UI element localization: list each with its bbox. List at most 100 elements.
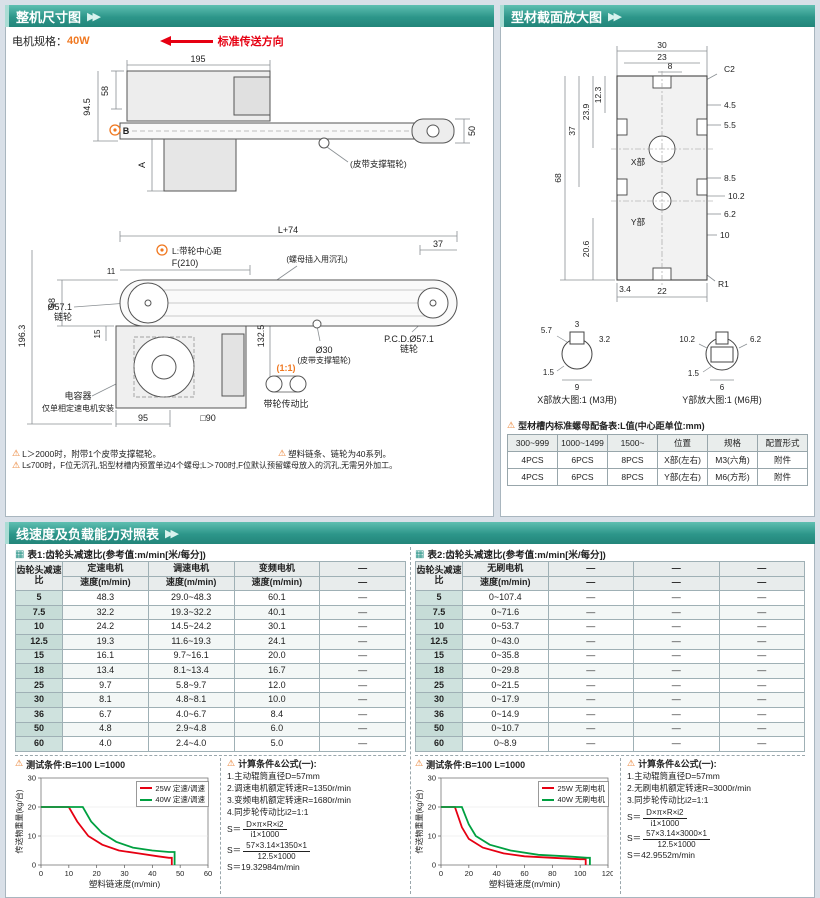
- warning-icon: ⚠: [278, 448, 287, 458]
- x-detail-caption: X部放大图:1 (M3用): [537, 394, 617, 405]
- dim-label: 10.2: [728, 191, 745, 201]
- svg-text:40: 40: [148, 869, 156, 878]
- motor-spec-label: 电机规格：: [12, 36, 67, 48]
- table-cell: 60.1: [233, 590, 321, 606]
- column-header: —: [547, 561, 634, 577]
- table-cell: 18: [415, 663, 463, 679]
- table-cell: 60: [415, 736, 463, 752]
- table-header-row: 齿轮头减速比 无刷电机 — — —: [415, 560, 805, 592]
- table-cell: —: [319, 590, 406, 606]
- table-cell: —: [633, 633, 720, 650]
- table-cell: 0~43.0: [462, 633, 549, 650]
- part-label: 链轮: [54, 311, 72, 322]
- svg-text:0: 0: [39, 869, 43, 878]
- dim-label: 8: [668, 61, 673, 71]
- column-header: 无刷电机: [462, 561, 549, 577]
- speed-left-half: ▦ 表1:齿轮头减速比(参考值:m/min[米/每分]) 齿轮头减速比 定速电机…: [11, 547, 410, 894]
- table-cell: 6PCS: [557, 451, 608, 469]
- belt-roller-note: (皮带支撑辊轮): [297, 355, 351, 365]
- dim-label: 5.5: [724, 120, 736, 130]
- series-label: 25W 无刷电机: [557, 783, 605, 793]
- table-cell: 0~14.9: [462, 706, 549, 723]
- dim-label: 23: [657, 52, 667, 62]
- warning-icon: ⚠: [627, 758, 636, 769]
- calc-item: 1.主动辊筒直径D=57mm: [227, 771, 320, 782]
- svg-text:20: 20: [465, 869, 473, 878]
- table-cell: 0~8.9: [462, 736, 549, 752]
- column-header: 齿轮头减速比: [415, 560, 463, 592]
- formula-denominator: i1×1000: [250, 830, 280, 840]
- table-cell: —: [547, 663, 634, 679]
- dim-label: 6.2: [750, 335, 762, 344]
- svg-text:10: 10: [428, 831, 436, 840]
- column-header: 1000~1499: [557, 434, 608, 452]
- table-cell: 8.1: [62, 692, 149, 708]
- dim-label: 8.5: [724, 173, 736, 183]
- slot-detail-drawings: 5.7 3 3.2 1.5 9 10.2 6.2 1.5 6 X部放大图:1 (…: [537, 320, 762, 405]
- dim-label: 11: [107, 267, 116, 276]
- table-cell: 12.0: [233, 677, 321, 694]
- dim-label: 22: [657, 286, 667, 296]
- table-cell: 16.1: [62, 648, 149, 665]
- table-cell: 30.1: [233, 619, 321, 635]
- table-cell: —: [718, 721, 805, 738]
- formula-prefix: S＝: [227, 845, 242, 856]
- formula-result: S＝19.32984m/min: [227, 862, 300, 873]
- x-part-label: X部: [631, 157, 646, 167]
- calc-title-text: 计算条件&公式(一):: [238, 758, 317, 769]
- table-cell: 25: [15, 677, 63, 694]
- formula-prefix: S＝: [227, 824, 242, 835]
- dim-label: 3.2: [599, 335, 611, 344]
- table-cell: —: [633, 736, 720, 752]
- dim-label: 23.9: [581, 103, 591, 120]
- svg-text:传送物重量(kg/台): 传送物重量(kg/台): [415, 789, 424, 853]
- formula-result: S＝42.9552m/min: [627, 850, 696, 861]
- warning-icon: ⚠: [227, 758, 236, 769]
- svg-text:60: 60: [520, 869, 528, 878]
- ratio-label: (1:1): [276, 363, 295, 373]
- table-cell: 29.0~48.3: [147, 590, 235, 606]
- table-cell: —: [633, 677, 720, 694]
- dim-label: 1.5: [543, 368, 555, 377]
- svg-text:60: 60: [204, 869, 212, 878]
- table-cell: —: [718, 692, 805, 708]
- ref-label: B: [123, 126, 130, 136]
- table-cell: —: [547, 604, 634, 621]
- part-label: 链轮: [400, 343, 418, 354]
- warning-icon: ⚠: [15, 758, 24, 769]
- speed-panel: ▦ 表1:齿轮头减速比(参考值:m/min[米/每分]) 齿轮头减速比 定速电机…: [5, 544, 815, 898]
- table-cell: —: [319, 736, 406, 752]
- table-cell: 4.0~6.7: [147, 706, 235, 723]
- table-cell: —: [718, 648, 805, 665]
- table-cell: —: [633, 648, 720, 665]
- table-cell: 7.5: [415, 604, 463, 621]
- dim-note: L:带轮中心距: [172, 246, 222, 256]
- formula-denominator: 12.5×1000: [257, 851, 296, 861]
- table-cell: —: [319, 633, 406, 650]
- table-cell: 14.5~24.2: [147, 619, 235, 635]
- table-cell: 5: [15, 590, 63, 606]
- dim-label: 37: [567, 126, 577, 136]
- svg-text:0: 0: [439, 869, 443, 878]
- belt-ratio-label: 带轮传动比: [263, 398, 308, 409]
- table-cell: —: [633, 706, 720, 723]
- table-cell: —: [319, 619, 406, 635]
- calc-item: 2.调速电机额定转速R=1350r/min: [227, 783, 351, 794]
- dim-label: C2: [724, 64, 735, 74]
- table-cell: —: [319, 721, 406, 738]
- dim-label: A: [137, 162, 147, 168]
- table-cell: 5: [415, 590, 463, 606]
- table-cell: 0~17.9: [462, 692, 549, 708]
- table-cell: 15: [15, 648, 63, 665]
- table-cell: 36: [415, 706, 463, 723]
- section-title: 整机尺寸图: [16, 9, 82, 25]
